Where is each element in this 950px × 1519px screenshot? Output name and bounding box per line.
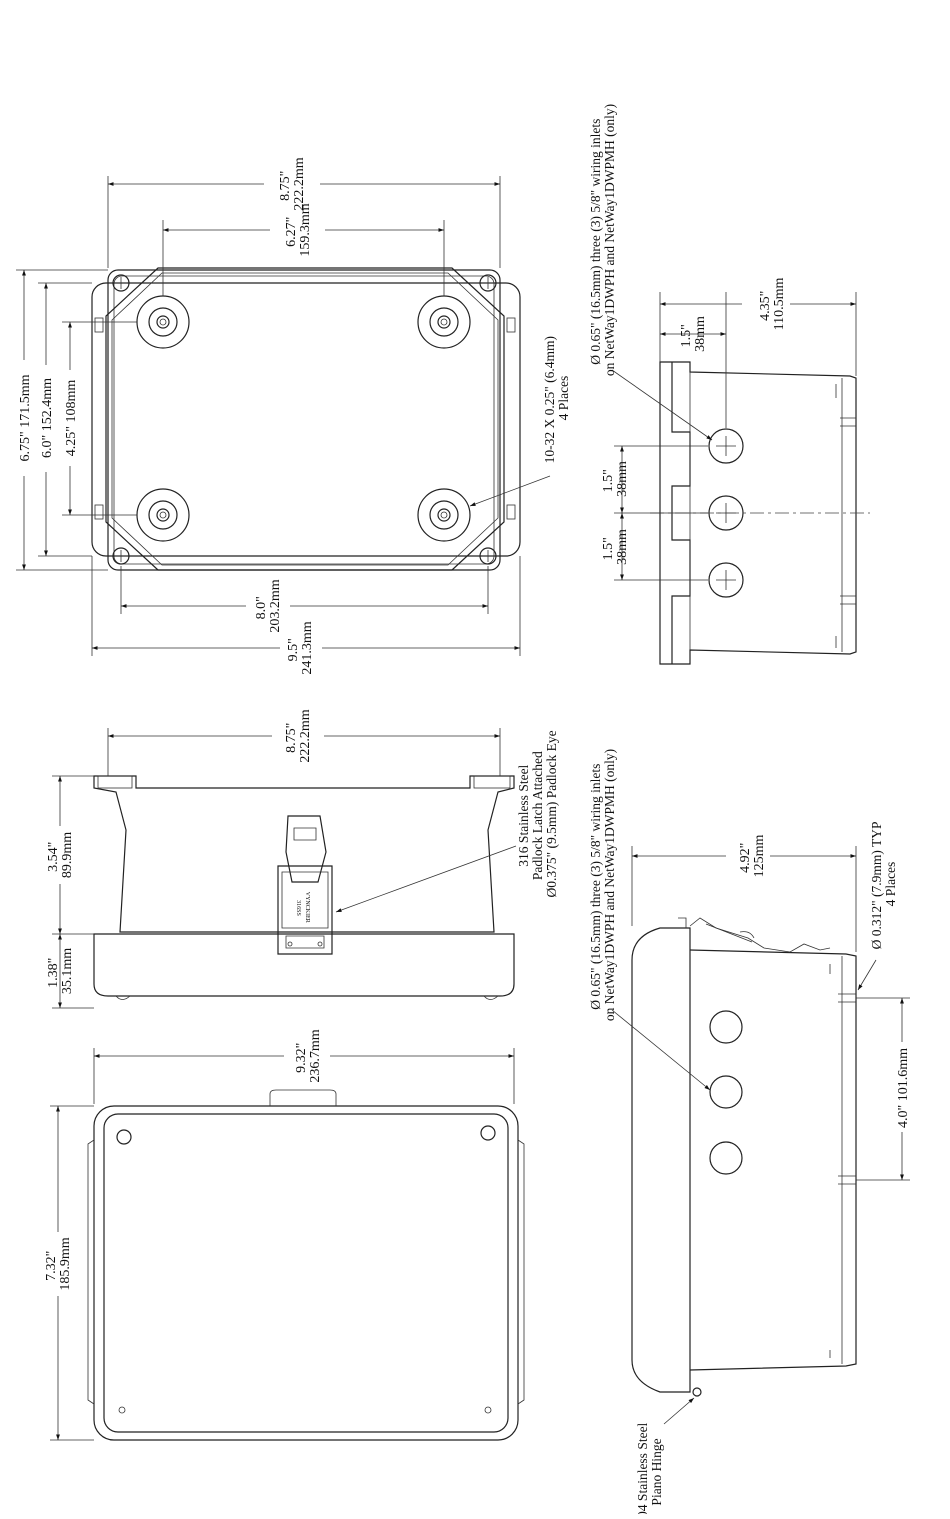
wiring-inlet [709,1141,743,1175]
piano-hinge [692,1387,702,1397]
lid-hole [484,1406,492,1414]
hinge-inlet-callout: Ø 0.65" (16.5mm) three (3) 5/8" wiring i… [588,749,617,1021]
latch-brand-text: VYNCKIER 316SS [295,892,310,925]
latch-width-label: 8.75" 222.2mm [284,709,313,762]
dim-flange-width-label: 9.5" 241.3mm [286,621,315,674]
flange-hole [112,274,130,292]
lid-hole [118,1406,126,1414]
hole-callout: Ø 0.312" (7.9mm) TYP 4 Places [869,819,898,950]
lid-height-label: 7.32" 185.9mm [44,1237,73,1290]
lid-view: 9.32" 236.7mm 7.32" 185.9mm [44,1029,525,1441]
side-view-hinge: 4.92" 125mm 4.0" 101.6mm Ø 0.312" (7.9mm… [588,749,911,1519]
hole-spacing-label: 4.0" 101.6mm [896,1048,911,1128]
inlet-callout: Ø 0.65" (16.5mm) three (3) 5/8" wiring i… [588,104,617,376]
lid-width-label: 9.32" 236.7mm [294,1029,323,1082]
flange-hole [479,274,497,292]
inlet-offset-label: 1.5" 38mm [679,316,708,352]
mounting-boss [136,295,190,349]
side-view-latch: VYNCKIER 316SS 8.75" 222.2mm 3.54" 89.9m… [46,709,559,1009]
wiring-inlet [709,1075,743,1109]
base-height-label: 3.54" 89.9mm [46,832,75,878]
lid-hole [480,1125,496,1141]
front-view: 8.75" 222.2mm 6.27" 159.3mm 8.0" 203.2mm… [16,157,571,675]
wiring-inlet [708,428,744,464]
flange-hole [479,547,497,565]
dim-boss-vertical-label: 4.25" 108mm [64,380,79,457]
dim-outer-height-label: 6.75" 171.5mm [18,374,33,461]
flange-hole [112,547,130,565]
screw-callout: 10-32 X 0.25" (6.4mm) 4 Places [542,333,571,464]
lid-height-label: 1.38" 35.1mm [46,948,75,994]
latch-callout: 316 Stainless Steel Padlock Latch Attach… [516,730,559,897]
dim-body-height-label: 6.0" 152.4mm [40,378,55,458]
lid-hole [116,1129,132,1145]
wiring-inlet [708,562,744,598]
mounting-boss [417,295,471,349]
dim-boss-spacing-label: 6.27" 159.3mm [284,203,313,256]
hinge-depth-label: 4.92" 125mm [738,835,767,878]
mounting-boss [136,488,190,542]
padlock-latch: VYNCKIER 316SS [277,815,333,955]
dim-flange-holes-label: 8.0" 203.2mm [254,579,283,632]
dim-width-label: 8.75" 222.2mm [278,157,307,210]
side-view-inlets: 1.5" 38mm 1.5" 38mm 1.5" 38mm 4.35" 110.… [588,104,870,665]
depth-label: 4.35" 110.5mm [758,278,787,331]
hinge-callout: 304 Stainless Steel Piano Hinge [635,1419,664,1514]
inlet-pitch-label: 1.5" 38mm [601,529,630,565]
mounting-boss [417,488,471,542]
wiring-inlet [709,1010,743,1044]
inlet-pitch-label: 1.5" 38mm [601,461,630,497]
